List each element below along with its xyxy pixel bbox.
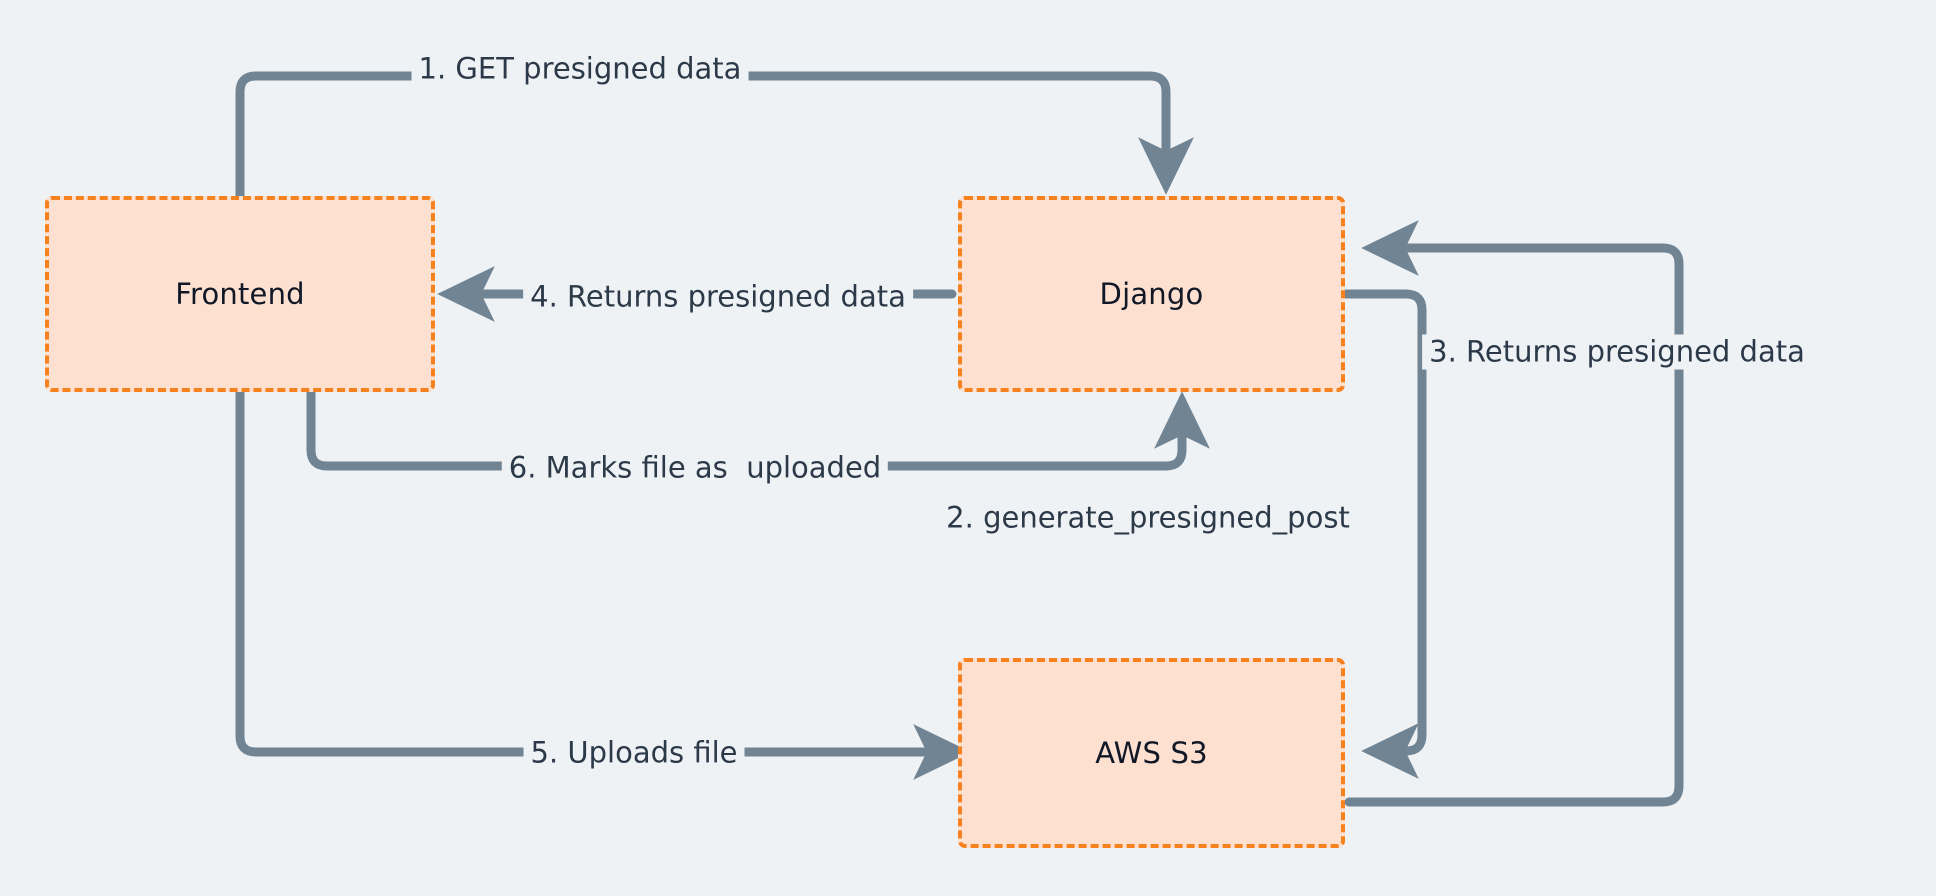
node-frontend-label: Frontend (175, 277, 305, 311)
node-aws-s3-label: AWS S3 (1095, 736, 1208, 770)
edge-label-3: 3. Returns presigned data (1422, 334, 1812, 370)
edge-label-5: 5. Uploads file (523, 735, 745, 771)
edge-3-path (1344, 220, 1684, 807)
node-frontend[interactable]: Frontend (45, 196, 435, 392)
edge-1-path (235, 71, 1194, 201)
edge-label-1: 1. GET presigned data (411, 51, 749, 87)
node-django-label: Django (1099, 277, 1204, 311)
node-aws-s3[interactable]: AWS S3 (958, 658, 1345, 848)
edge-label-6: 6. Marks file as uploaded (501, 450, 889, 486)
edge-2-path (1340, 289, 1427, 779)
node-django[interactable]: Django (958, 196, 1345, 392)
edge-5-path (235, 387, 971, 780)
edge-label-4: 4. Returns presigned data (523, 279, 913, 315)
edge-label-2: 2. generate_presigned_post (939, 500, 1357, 536)
